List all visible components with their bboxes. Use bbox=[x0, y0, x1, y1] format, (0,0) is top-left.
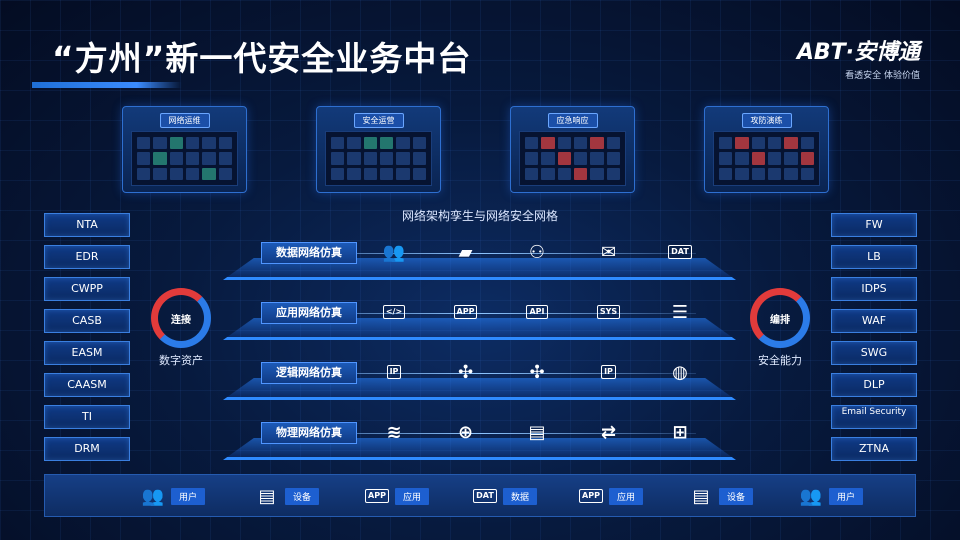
brand-logo: ABT·安博通 bbox=[797, 34, 920, 66]
layer-icons: IP ✣ ✣ IP ◍ bbox=[378, 356, 696, 388]
layer-label[interactable]: 逻辑网络仿真 bbox=[261, 362, 357, 384]
layer-label[interactable]: 数据网络仿真 bbox=[261, 242, 357, 264]
asset-label: 用户 bbox=[171, 488, 205, 505]
server-icon: ▤ bbox=[253, 482, 281, 510]
topology-icon: ⊞ bbox=[664, 416, 696, 448]
orchestrate-cycle: 编排 bbox=[750, 288, 810, 348]
users-icon: 👥 bbox=[139, 482, 167, 510]
code-monitor-icon: </> bbox=[378, 296, 410, 328]
left-item-cwpp[interactable]: CWPP bbox=[44, 277, 130, 301]
module-attack-defense[interactable]: 攻防演练 bbox=[704, 106, 829, 193]
right-item-email-security[interactable]: Email Security bbox=[831, 405, 917, 429]
module-dashboard-thumbnail bbox=[713, 131, 820, 186]
digital-assets-caption: 数字资产 bbox=[141, 352, 221, 368]
asset-label: 应用 bbox=[395, 488, 429, 505]
asset-bar: 👥 用户 ▤ 设备 APP 应用 DAT 数据 APP 应用 ▤ 设备 👥 用户 bbox=[44, 474, 916, 517]
network-users-icon: ⚇ bbox=[521, 236, 553, 268]
left-item-easm[interactable]: EASM bbox=[44, 341, 130, 365]
left-item-drm[interactable]: DRM bbox=[44, 437, 130, 461]
module-network-ops[interactable]: 网络运维 bbox=[122, 106, 247, 193]
module-tag: 应急响应 bbox=[548, 113, 598, 128]
app-icon: APP bbox=[363, 482, 391, 510]
router-icon: ⊕ bbox=[450, 416, 482, 448]
server-icon: ▤ bbox=[687, 482, 715, 510]
server-rack-icon: ▤ bbox=[521, 416, 553, 448]
asset-label: 数据 bbox=[503, 488, 537, 505]
asset-label: 设备 bbox=[719, 488, 753, 505]
left-item-caasm[interactable]: CAASM bbox=[44, 373, 130, 397]
right-capability-list: FW LB IDPS WAF SWG DLP Email Security ZT… bbox=[831, 213, 917, 461]
layer-logic-network: 逻辑网络仿真 IP ✣ ✣ IP ◍ bbox=[223, 352, 736, 400]
asset-app[interactable]: APP 应用 bbox=[363, 482, 429, 510]
right-item-lb[interactable]: LB bbox=[831, 245, 917, 269]
app-icon: APP bbox=[450, 296, 482, 328]
layer-label[interactable]: 物理网络仿真 bbox=[261, 422, 357, 444]
dat-file-icon: DAT bbox=[664, 236, 696, 268]
network-nodes-icon: ✣ bbox=[450, 356, 482, 388]
page-title: “方州”新一代安全业务中台 bbox=[52, 32, 471, 80]
dat-file-icon: DAT bbox=[471, 482, 499, 510]
ip-pin-icon: IP bbox=[593, 356, 625, 388]
users-icon: 👥 bbox=[378, 236, 410, 268]
right-item-waf[interactable]: WAF bbox=[831, 309, 917, 333]
module-tag: 攻防演练 bbox=[742, 113, 792, 128]
globe-shield-icon: ◍ bbox=[664, 356, 696, 388]
asset-label: 应用 bbox=[609, 488, 643, 505]
module-dashboard-thumbnail bbox=[131, 131, 238, 186]
left-capability-list: NTA EDR CWPP CASB EASM CAASM TI DRM bbox=[44, 213, 130, 461]
module-tag: 网络运维 bbox=[160, 113, 210, 128]
wireless-icon: ≋ bbox=[378, 416, 410, 448]
asset-data[interactable]: DAT 数据 bbox=[471, 482, 537, 510]
cycle-text: 连接 bbox=[151, 311, 211, 326]
module-dashboard-thumbnail bbox=[325, 131, 432, 186]
layer-application-network: 应用网络仿真 </> APP API SYS ☰ bbox=[223, 292, 736, 340]
database-icon: ☰ bbox=[664, 296, 696, 328]
app-icon: APP bbox=[577, 482, 605, 510]
brand-slogan: 看透安全 体验价值 bbox=[797, 68, 920, 81]
users-icon: 👥 bbox=[797, 482, 825, 510]
layer-physical-network: 物理网络仿真 ≋ ⊕ ▤ ⇄ ⊞ bbox=[223, 412, 736, 460]
switch-icon: ⇄ bbox=[593, 416, 625, 448]
module-dashboard-thumbnail bbox=[519, 131, 626, 186]
asset-label: 用户 bbox=[829, 488, 863, 505]
asset-user[interactable]: 👥 用户 bbox=[797, 482, 863, 510]
left-item-casb[interactable]: CASB bbox=[44, 309, 130, 333]
left-item-ti[interactable]: TI bbox=[44, 405, 130, 429]
mail-icon: ✉ bbox=[593, 236, 625, 268]
right-item-dlp[interactable]: DLP bbox=[831, 373, 917, 397]
folder-image-icon: ▰ bbox=[450, 236, 482, 268]
api-window-icon: API bbox=[521, 296, 553, 328]
module-tag: 安全运营 bbox=[354, 113, 404, 128]
layer-label[interactable]: 应用网络仿真 bbox=[261, 302, 357, 324]
brand: ABT·安博通 看透安全 体验价值 bbox=[797, 34, 920, 81]
asset-app[interactable]: APP 应用 bbox=[577, 482, 643, 510]
left-item-edr[interactable]: EDR bbox=[44, 245, 130, 269]
asset-device[interactable]: ▤ 设备 bbox=[253, 482, 319, 510]
right-item-swg[interactable]: SWG bbox=[831, 341, 917, 365]
security-capability-caption: 安全能力 bbox=[740, 352, 820, 368]
right-item-idps[interactable]: IDPS bbox=[831, 277, 917, 301]
right-item-ztna[interactable]: ZTNA bbox=[831, 437, 917, 461]
sys-window-icon: SYS bbox=[593, 296, 625, 328]
asset-label: 设备 bbox=[285, 488, 319, 505]
layer-data-network: 数据网络仿真 👥 ▰ ⚇ ✉ DAT bbox=[223, 232, 736, 280]
layer-icons: 👥 ▰ ⚇ ✉ DAT bbox=[378, 236, 696, 268]
asset-device[interactable]: ▤ 设备 bbox=[687, 482, 753, 510]
ip-pin-icon: IP bbox=[378, 356, 410, 388]
module-security-ops[interactable]: 安全运营 bbox=[316, 106, 441, 193]
module-emergency-response[interactable]: 应急响应 bbox=[510, 106, 635, 193]
title-underline bbox=[32, 82, 182, 88]
layer-icons: </> APP API SYS ☰ bbox=[378, 296, 696, 328]
network-nodes-icon: ✣ bbox=[521, 356, 553, 388]
connect-cycle: 连接 bbox=[151, 288, 211, 348]
asset-user[interactable]: 👥 用户 bbox=[139, 482, 205, 510]
mesh-label: 网络架构孪生与网络安全网格 bbox=[0, 207, 960, 224]
cycle-text: 编排 bbox=[750, 311, 810, 326]
layer-icons: ≋ ⊕ ▤ ⇄ ⊞ bbox=[378, 416, 696, 448]
